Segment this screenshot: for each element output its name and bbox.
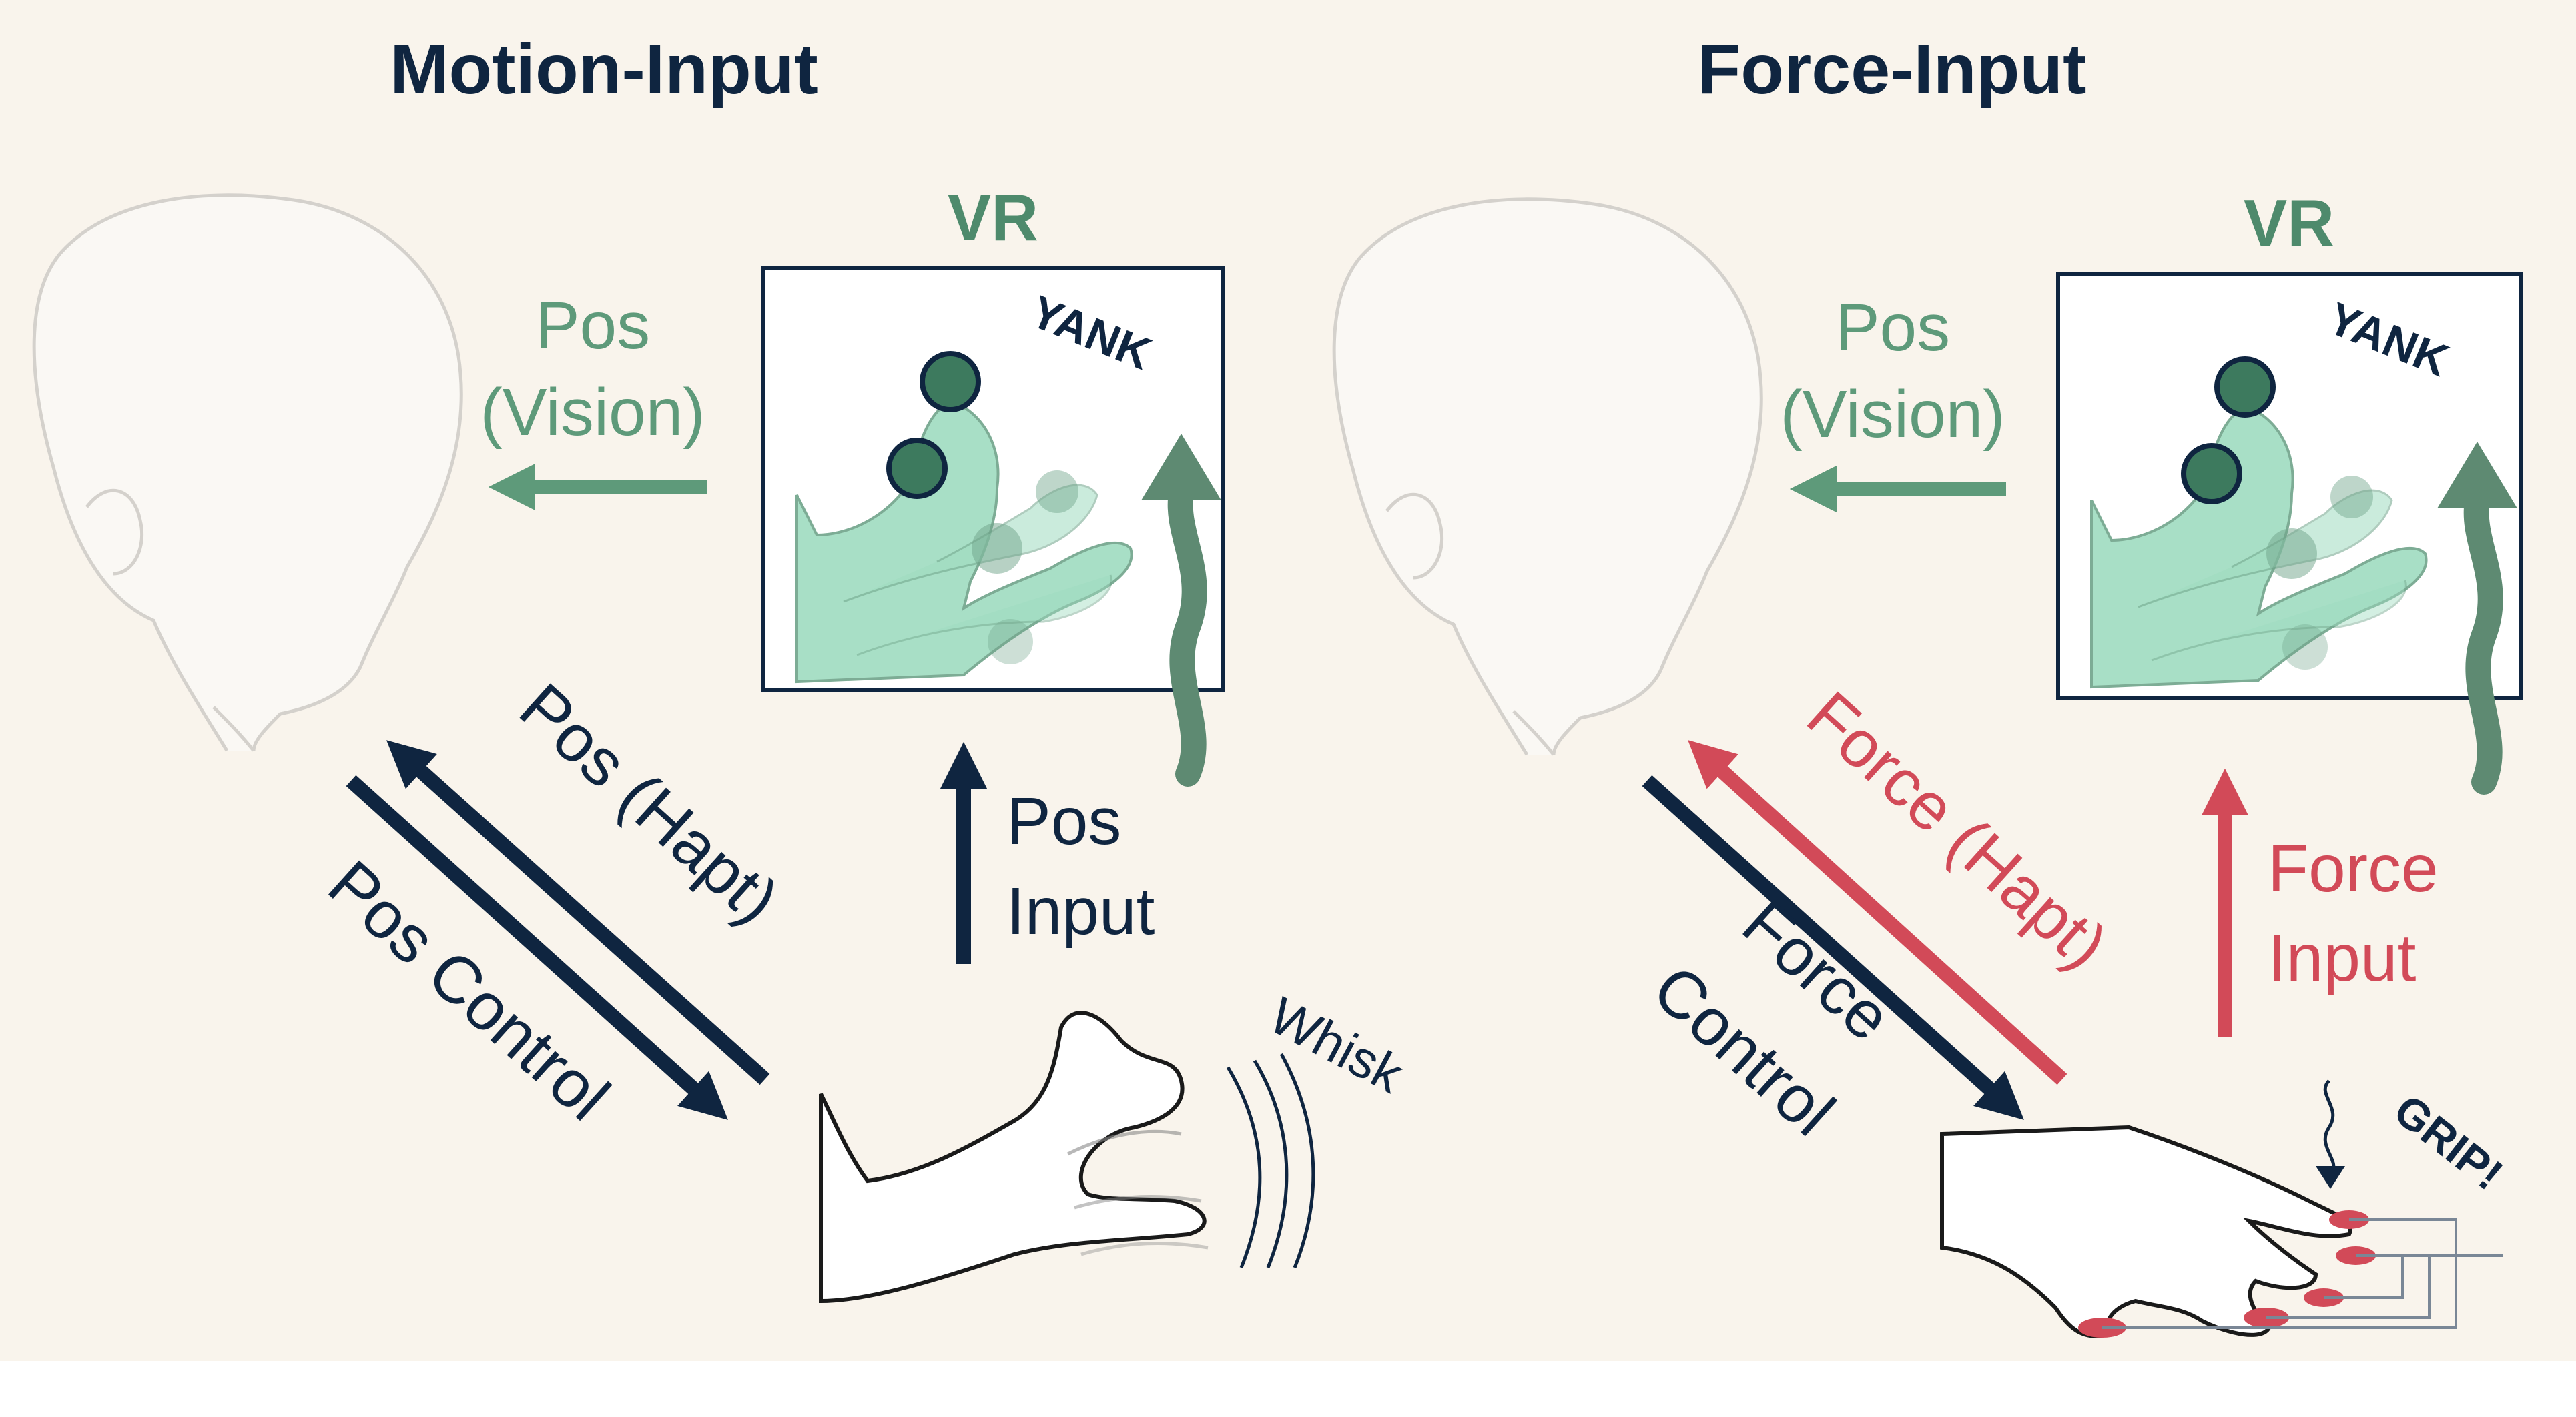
motion-haptic-arrow: [386, 740, 770, 1085]
gripping-hand-icon: [1940, 1079, 2503, 1338]
force-input-line1: Force: [2268, 831, 2439, 906]
force-control-arrow: [1642, 775, 2024, 1120]
motion-control-arrow: [346, 775, 728, 1120]
motion-input-line2: Input: [1006, 874, 1155, 949]
force-feedback-line2: (Vision): [1780, 377, 2005, 452]
motion-input-line1: Pos: [1006, 784, 1121, 859]
motion-panel-title: Motion-Input: [390, 30, 818, 109]
force-panel-title: Force-Input: [1698, 30, 2087, 109]
motion-vr-label: VR: [948, 181, 1038, 254]
force-input-line2: Input: [2268, 921, 2417, 995]
whisk-arm-icon: [819, 1011, 1315, 1304]
bottom-band: [0, 1361, 2576, 1417]
force-haptic-arrow: [1688, 740, 2067, 1085]
force-vr-label: VR: [2244, 186, 2334, 260]
motion-feedback-line1: Pos: [535, 288, 650, 363]
motion-feedback-line2: (Vision): [480, 375, 705, 450]
force-feedback-line1: Pos: [1835, 290, 1950, 365]
